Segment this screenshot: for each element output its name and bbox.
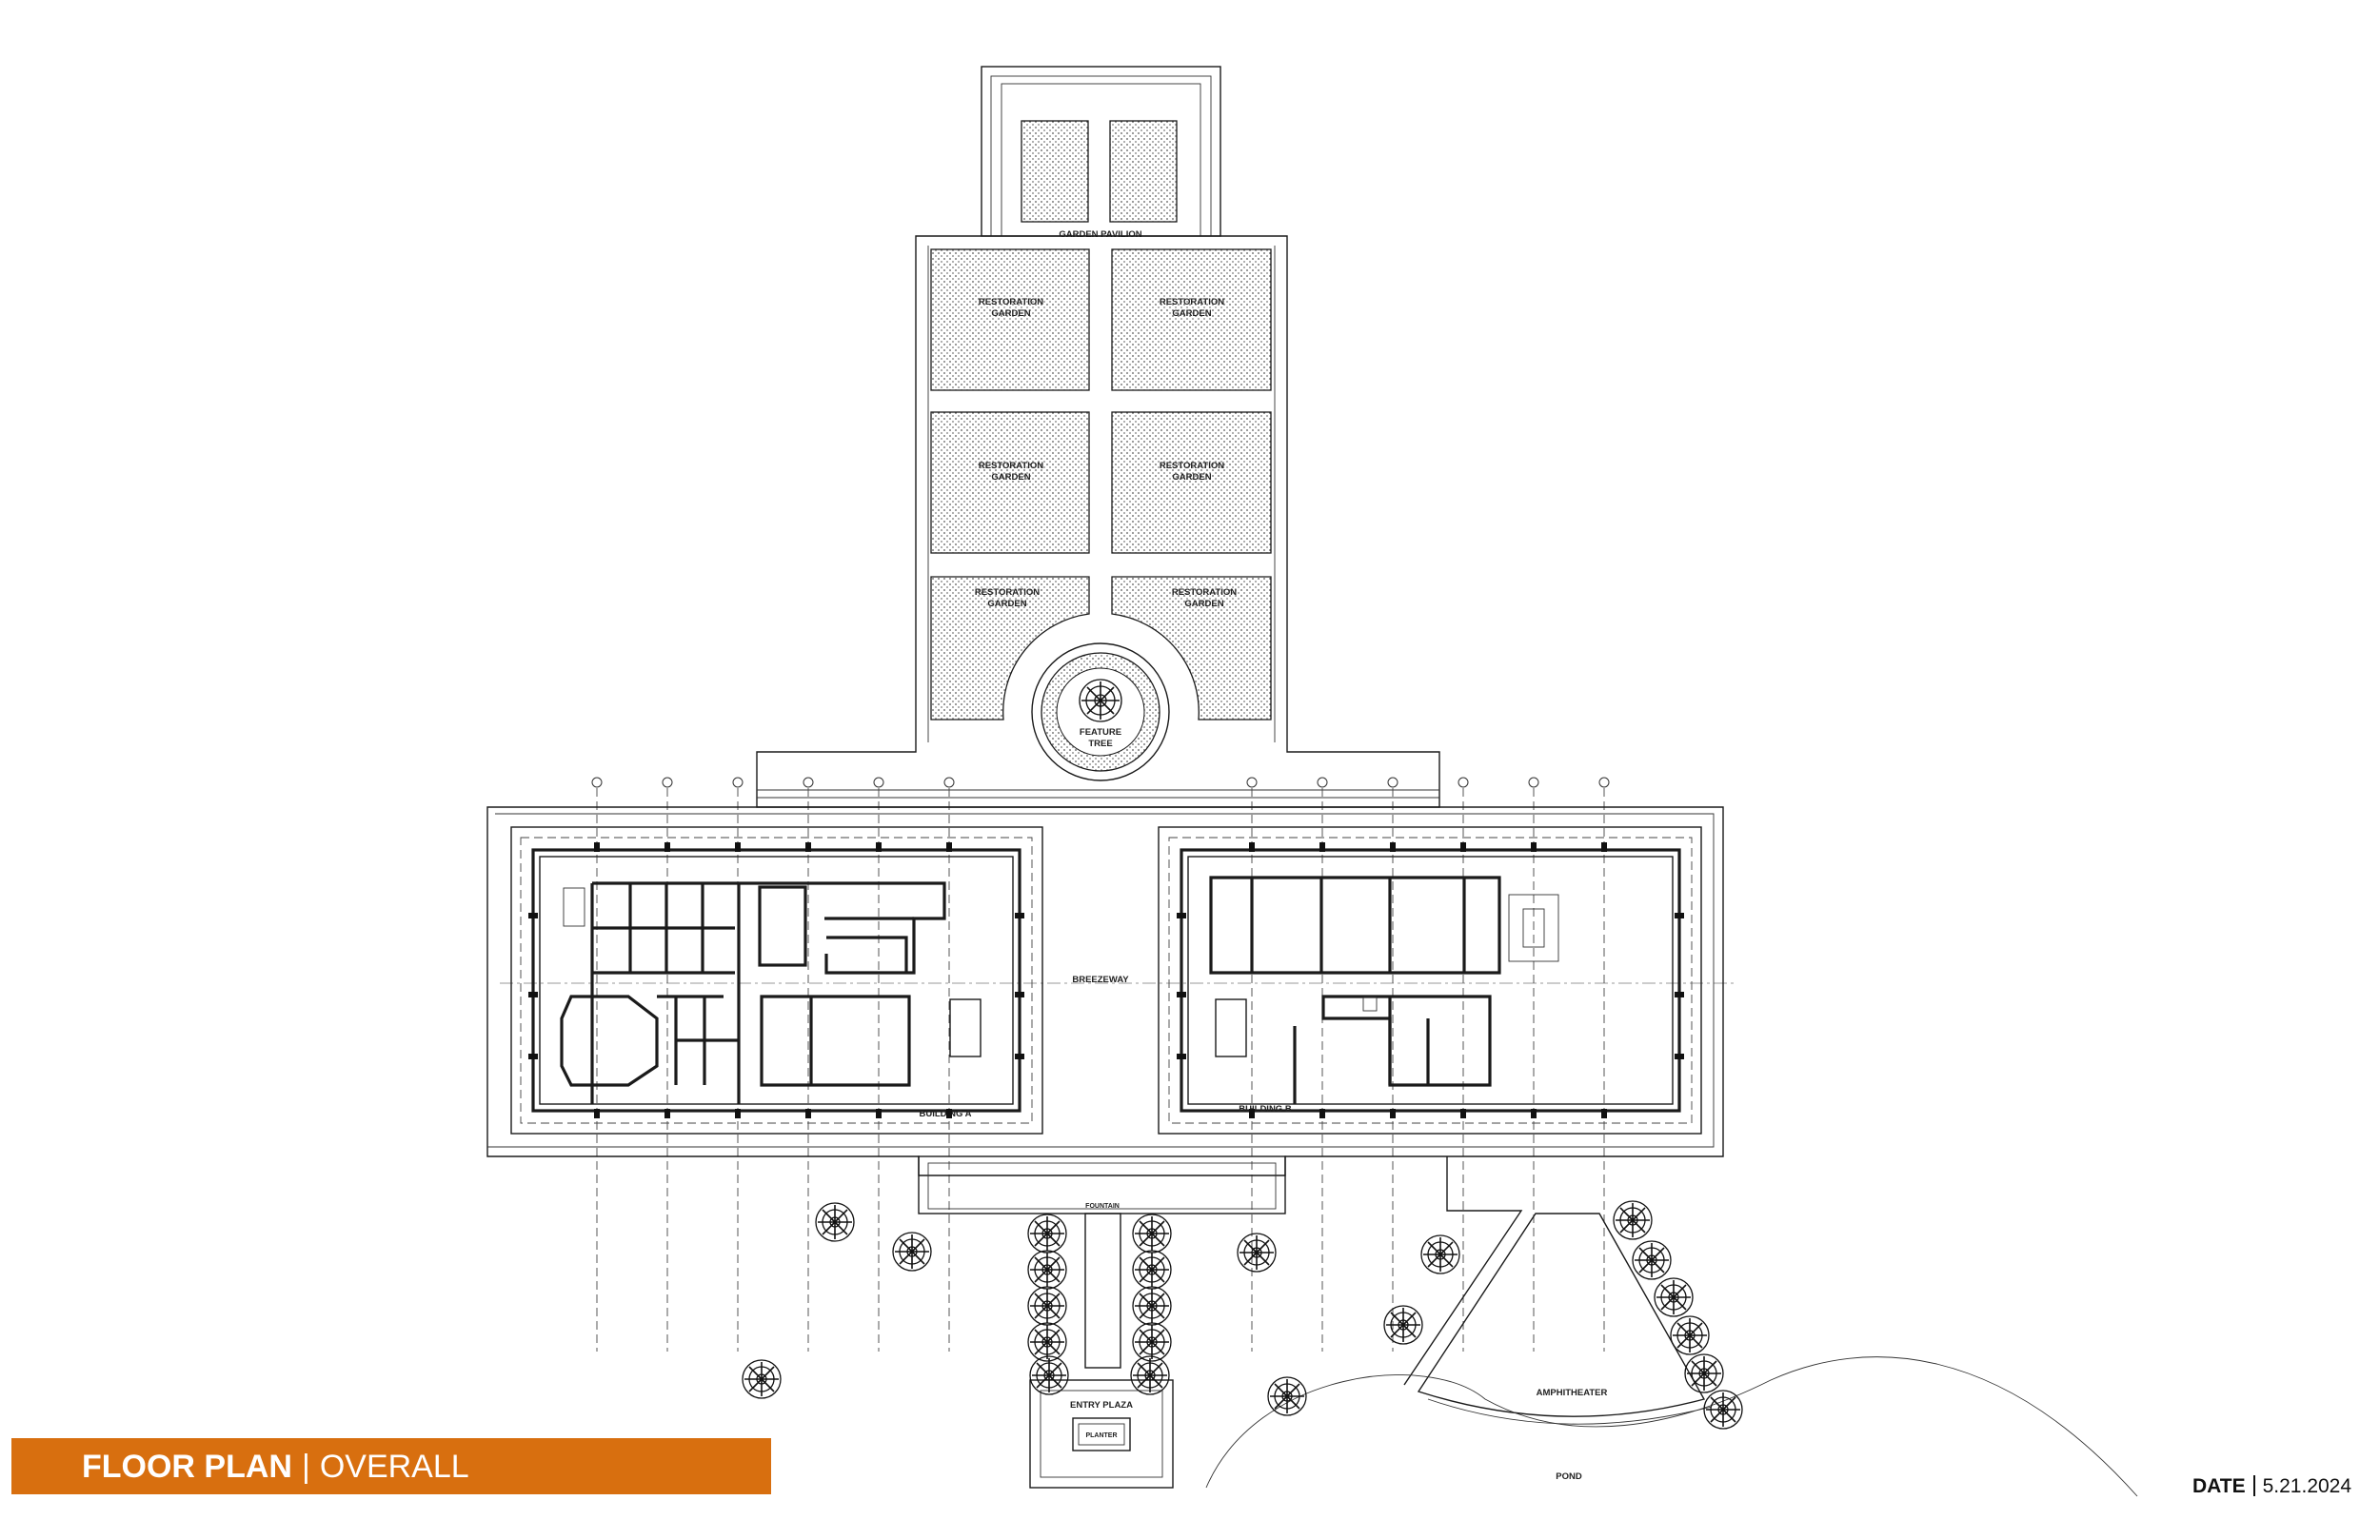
garden-label-4a: RESTORATION xyxy=(1160,461,1224,471)
garden-label-4b: GARDEN xyxy=(1172,472,1211,483)
tree-icon xyxy=(1267,1376,1307,1416)
garden-label-2a: RESTORATION xyxy=(1160,297,1224,307)
tree-icon xyxy=(1029,1355,1069,1395)
tree-icon xyxy=(1027,1322,1067,1362)
pond-label: POND xyxy=(1556,1471,1582,1482)
tree-icon xyxy=(1632,1240,1672,1280)
restoration-garden-1 xyxy=(930,248,1090,391)
tree-icon xyxy=(1027,1286,1067,1326)
tree-icon xyxy=(1132,1322,1172,1362)
garden-label-6b: GARDEN xyxy=(1184,599,1223,609)
garden-label-5b: GARDEN xyxy=(987,599,1026,609)
feature-tree-label-a: FEATURE xyxy=(1080,727,1121,738)
tree-icon xyxy=(1654,1277,1694,1317)
amphitheater: AMPHITHEATER xyxy=(1403,1156,1713,1425)
structural-grid xyxy=(500,777,1735,1352)
fountain-label: FOUNTAIN xyxy=(1085,1203,1120,1210)
tree-icon xyxy=(1703,1390,1743,1430)
building-a-label: BUILDING A xyxy=(919,1109,971,1119)
entry-plaza-label: ENTRY PLAZA xyxy=(1070,1400,1133,1411)
grid-bubble xyxy=(732,777,744,788)
grid-bubble xyxy=(591,777,603,788)
date-value: 5.21.2024 xyxy=(2262,1475,2352,1497)
grid-bubble xyxy=(873,777,884,788)
grid-bubble xyxy=(1598,777,1610,788)
building-b-label: BUILDING B xyxy=(1239,1104,1292,1115)
feature-tree-icon xyxy=(1079,679,1122,722)
tree-icon xyxy=(815,1202,855,1242)
tree-icon xyxy=(1132,1214,1172,1254)
title-main: FLOOR PLAN xyxy=(82,1449,292,1485)
garden-label-6a: RESTORATION xyxy=(1172,587,1237,598)
restoration-garden-4 xyxy=(1111,411,1272,554)
grid-bubble xyxy=(1317,777,1328,788)
grid-bubble xyxy=(1246,777,1258,788)
tree-icon xyxy=(1420,1234,1460,1274)
tree-icon xyxy=(1383,1305,1423,1345)
amphitheater-label: AMPHITHEATER xyxy=(1537,1388,1608,1398)
tree-icon xyxy=(1027,1250,1067,1290)
tree-icon xyxy=(1132,1250,1172,1290)
pond: POND xyxy=(1205,1356,2138,1497)
trees xyxy=(742,1200,1743,1430)
tree-icon xyxy=(1237,1233,1277,1273)
grid-bubble xyxy=(1387,777,1398,788)
structural-columns xyxy=(528,842,1684,1118)
date-separator xyxy=(2252,1475,2255,1496)
restoration-garden-5 xyxy=(930,576,1090,721)
building-b: BUILDING B xyxy=(1158,826,1702,1135)
title-sub: OVERALL xyxy=(319,1449,469,1485)
garden-label-3b: GARDEN xyxy=(991,472,1030,483)
page-title: FLOOR PLAN|OVERALL xyxy=(82,1449,469,1485)
tree-icon xyxy=(742,1359,782,1399)
garden-label-2b: GARDEN xyxy=(1172,308,1211,319)
tree-icon xyxy=(1132,1286,1172,1326)
date-stamp: DATE 5.21.2024 xyxy=(2192,1475,2351,1498)
grid-bubble xyxy=(943,777,955,788)
building-a-rooms xyxy=(560,881,982,1104)
tree-icon xyxy=(1670,1315,1710,1355)
garden-label-5a: RESTORATION xyxy=(975,587,1040,598)
restoration-garden-6 xyxy=(1111,576,1272,721)
garden-court: RESTORATION GARDEN RESTORATION GARDEN RE… xyxy=(756,235,1440,808)
pavilion-planter-left xyxy=(1021,120,1089,223)
garden-label-1b: GARDEN xyxy=(991,308,1030,319)
grid-bubble xyxy=(803,777,814,788)
garden-label-3a: RESTORATION xyxy=(979,461,1043,471)
tree-icon xyxy=(1613,1200,1653,1240)
podium xyxy=(486,806,1724,1214)
planter-label: PLANTER xyxy=(1085,1432,1117,1439)
restoration-garden-3 xyxy=(930,411,1090,554)
grid-bubble xyxy=(1528,777,1539,788)
building-b-rooms xyxy=(1209,876,1559,1104)
breezeway-label: BREEZEWAY xyxy=(1072,975,1129,985)
building-a: BUILDING A xyxy=(510,826,1043,1135)
tree-icon xyxy=(1027,1214,1067,1254)
feature-tree-label-b: TREE xyxy=(1088,739,1112,749)
garden-pavilion: GARDEN PAVILION xyxy=(981,66,1221,240)
date-label: DATE xyxy=(2192,1475,2246,1497)
tree-icon xyxy=(1130,1355,1170,1395)
garden-label-1a: RESTORATION xyxy=(979,297,1043,307)
restoration-garden-2 xyxy=(1111,248,1272,391)
entry-walk: FOUNTAIN ENTRY PLAZA PLANTER xyxy=(1029,1203,1174,1489)
tree-icon xyxy=(892,1232,932,1272)
title-banner: FLOOR PLAN|OVERALL xyxy=(11,1438,771,1494)
tree-icon xyxy=(1684,1353,1724,1393)
pavilion-planter-right xyxy=(1109,120,1178,223)
title-separator: | xyxy=(301,1449,310,1485)
garden-pavilion-label: GARDEN PAVILION xyxy=(1059,229,1141,240)
grid-bubble xyxy=(662,777,673,788)
grid-bubble xyxy=(1458,777,1469,788)
